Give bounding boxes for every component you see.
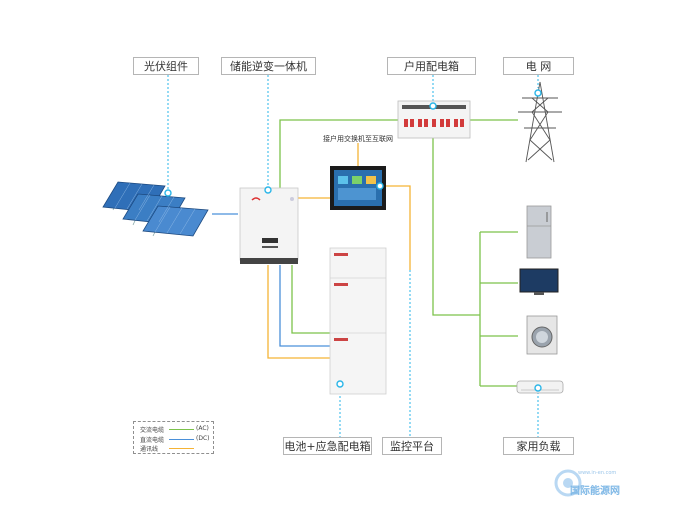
legend-comm-label: 通讯线: [140, 446, 159, 453]
legend-dc-label: 直流电缆: [140, 437, 165, 444]
legend-comm-line: [169, 448, 194, 449]
legend-dc-line: [169, 439, 194, 440]
switch-internet-note: 接户用交换机至互联网: [323, 135, 393, 143]
legend-ac-line: [169, 429, 194, 430]
battery-label: 电池+应急配电箱: [283, 437, 372, 455]
legend-dc-unit: (DC): [196, 435, 210, 442]
watermark-logo: [554, 469, 582, 497]
household-load-label: 家用负载: [503, 437, 574, 455]
distribution-box-label: 户用配电箱: [387, 57, 476, 75]
connector-dots: [164, 89, 542, 392]
solar-panels-drawing: [102, 181, 209, 237]
monitor-platform-label: 监控平台: [382, 437, 442, 455]
fridge-drawing: [526, 205, 552, 259]
grid-label: 电 网: [503, 57, 574, 75]
inverter-label: 储能逆变一体机: [221, 57, 316, 75]
dc-cables: [212, 213, 330, 347]
battery-cabinet-drawing: [329, 247, 387, 395]
comm-cables: [267, 143, 411, 359]
watermark-url: www.in-en.com: [578, 470, 617, 476]
legend: 交流电缆 (AC) 直流电缆 (DC) 通讯线: [133, 421, 214, 454]
inverter-drawing: [239, 187, 299, 264]
pv-modules-label: 光伏组件: [133, 57, 199, 75]
watermark-name: 国际能源网: [570, 486, 620, 497]
washer-drawing: [526, 315, 558, 355]
legend-ac-label: 交流电缆: [140, 427, 165, 434]
legend-ac-unit: (AC): [196, 425, 209, 432]
ac-cables: [279, 119, 518, 387]
monitor-drawing: [330, 166, 386, 210]
tv-drawing: [519, 268, 559, 295]
